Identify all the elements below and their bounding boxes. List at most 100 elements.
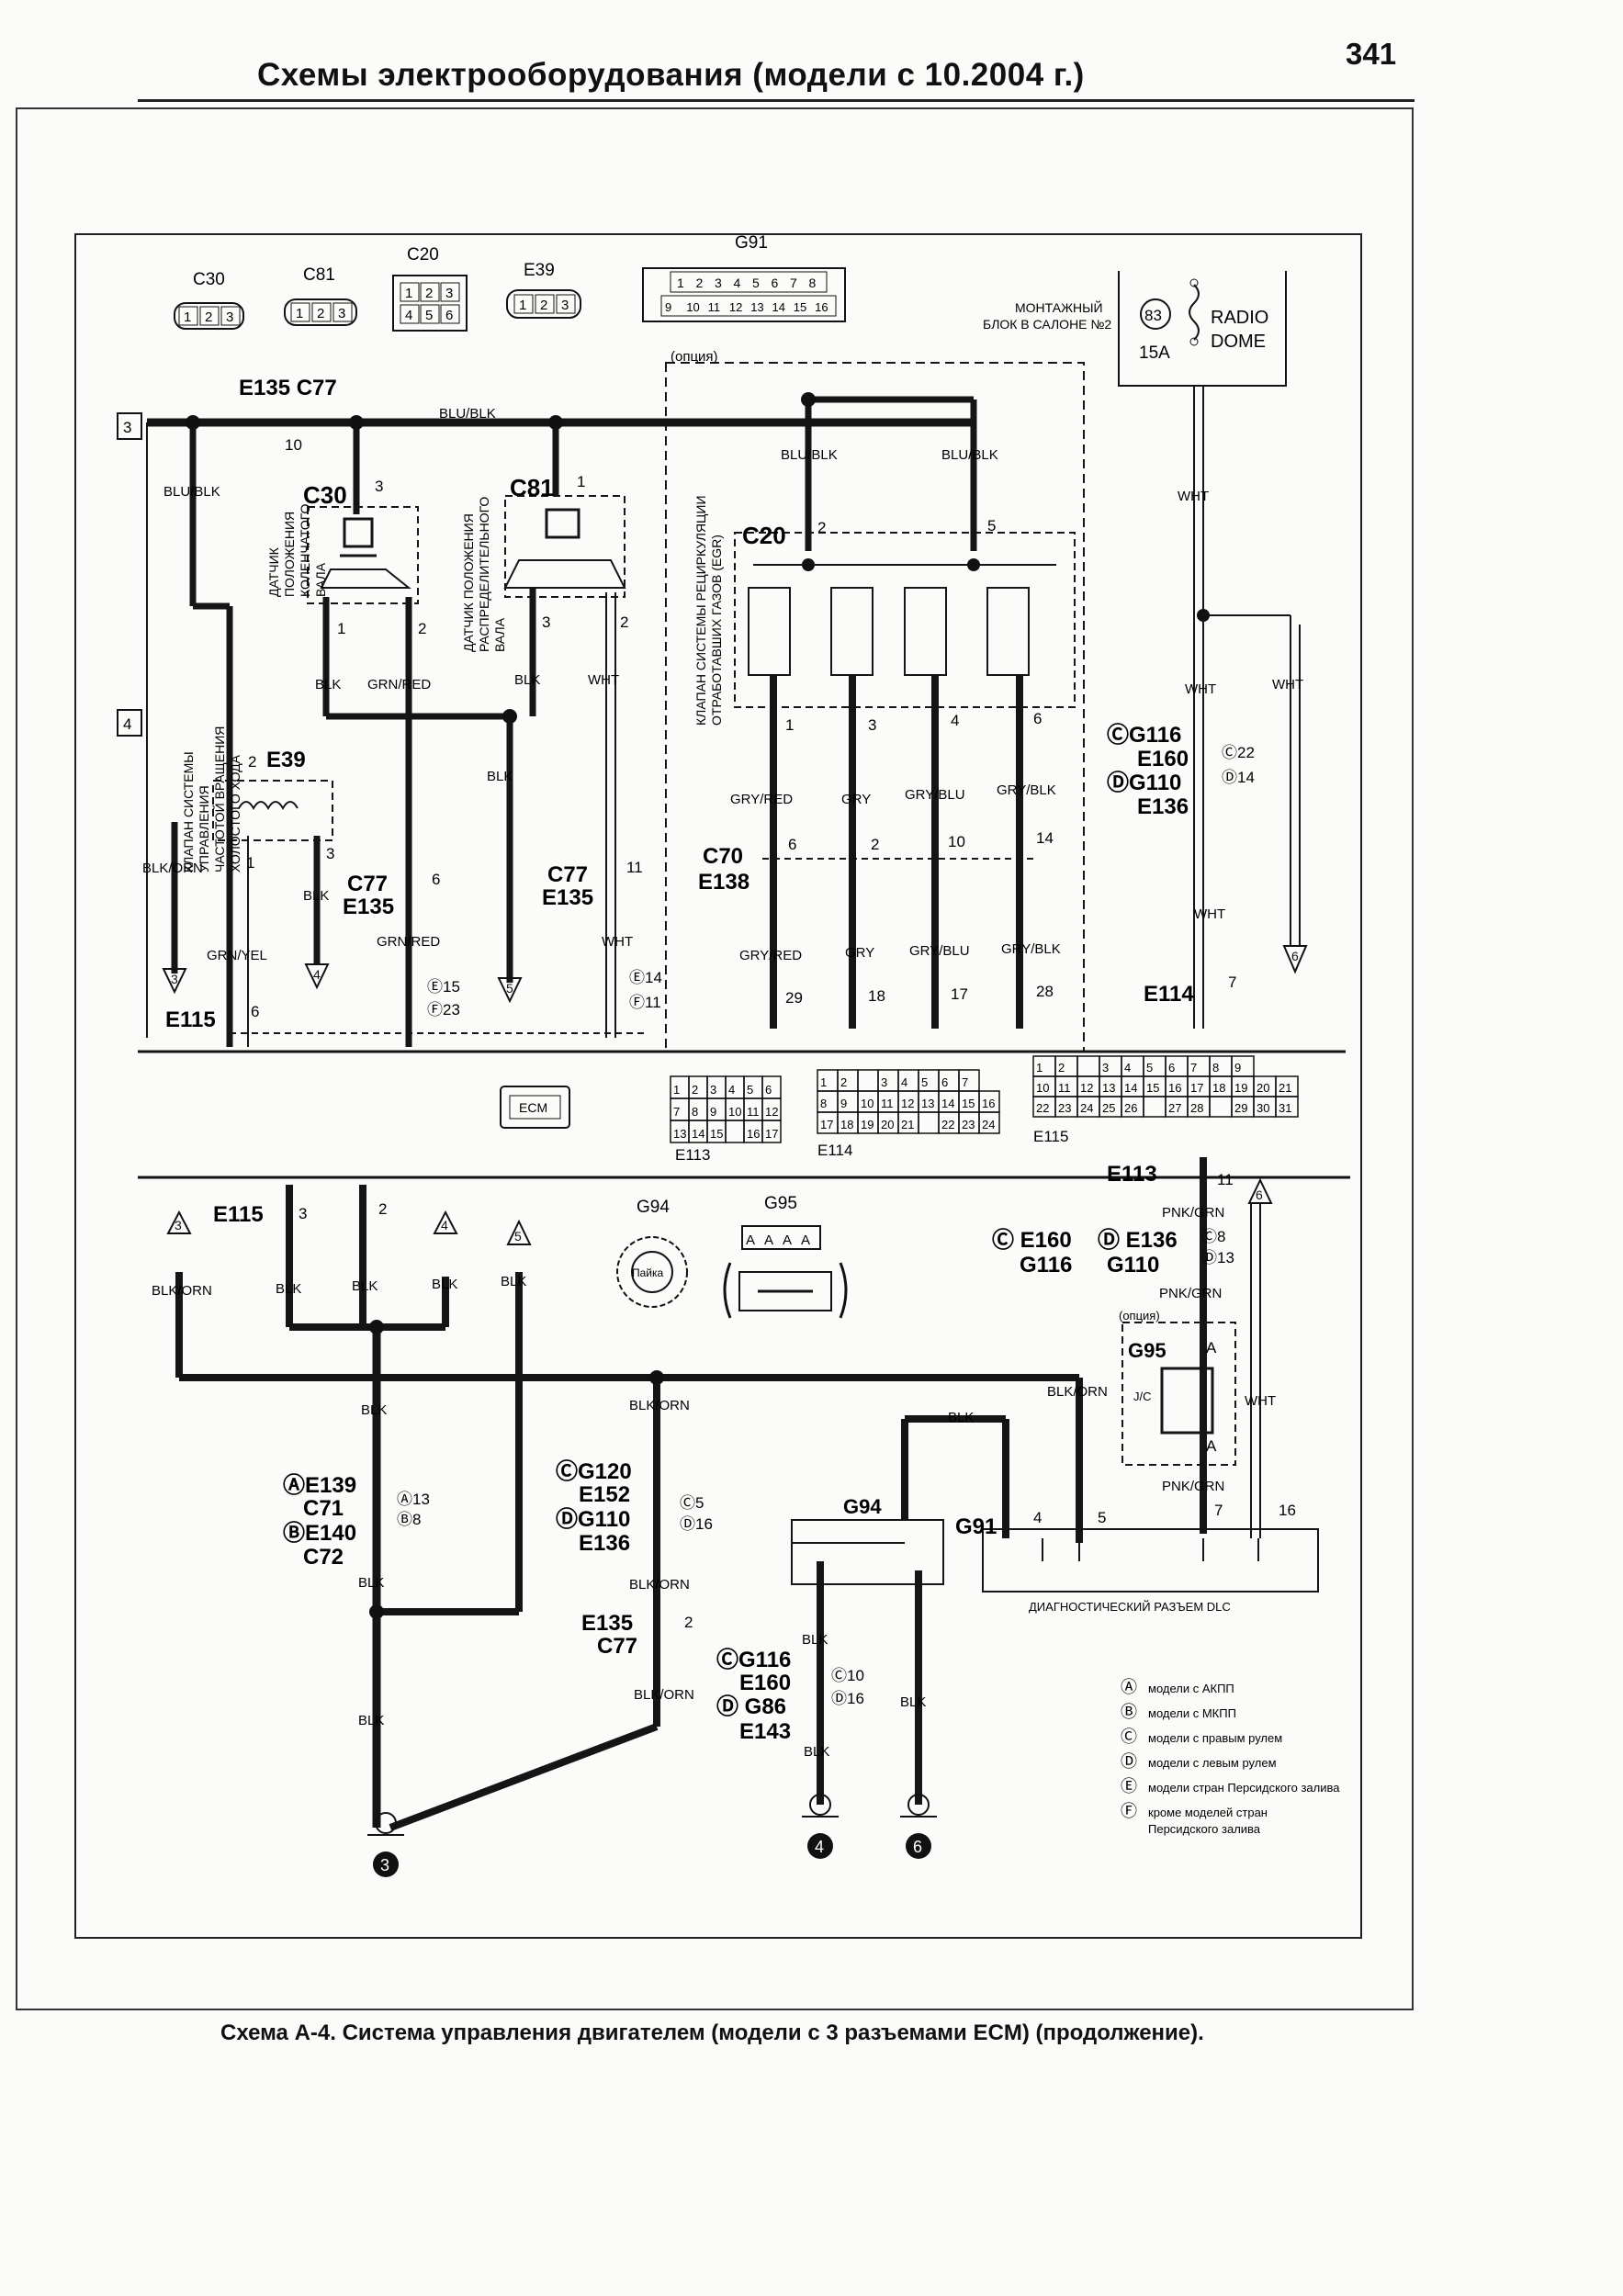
ecm-pin: 8 [1212,1061,1219,1075]
svg-text:E114: E114 [1144,982,1194,1007]
ecm-pin: 2 [692,1083,698,1097]
header-rule [138,99,1414,102]
svg-text:7: 7 [1228,974,1236,991]
ecm-pin: 12 [765,1105,778,1119]
ecm-pin: 20 [881,1118,894,1131]
svg-text:C77: C77 [597,1634,637,1659]
svg-text:6: 6 [445,308,453,323]
svg-text:(опция): (опция) [671,349,718,365]
svg-text:E135: E135 [343,895,394,919]
svg-text:Ⓒ: Ⓒ [1121,1728,1137,1746]
svg-text:E136: E136 [1137,794,1189,819]
ecm-pin: 10 [1036,1081,1049,1095]
svg-text:Ⓓ16: Ⓓ16 [680,1515,713,1533]
svg-text:5: 5 [1098,1509,1106,1526]
svg-text:ДАТЧИК: ДАТЧИК [266,546,281,597]
svg-text:Персидского залива: Персидского залива [1148,1822,1261,1836]
svg-text:Ⓒ22: Ⓒ22 [1222,744,1255,761]
svg-text:BLU/BLK: BLU/BLK [941,447,998,463]
svg-text:БЛОК В САЛОНЕ №2: БЛОК В САЛОНЕ №2 [983,317,1111,332]
outer-frame [16,107,1414,2010]
svg-text:PNK/GRN: PNK/GRN [1159,1286,1222,1301]
ecm-pin: 14 [941,1097,954,1110]
diagram-frame [74,233,1362,1939]
svg-text:1: 1 [246,854,254,872]
svg-text:GRY/BLK: GRY/BLK [997,782,1056,798]
svg-text:BLU/BLK: BLU/BLK [163,484,220,500]
svg-text:1: 1 [785,716,794,734]
svg-text:модели с левым рулем: модели с левым рулем [1148,1756,1277,1770]
ecm-pin: 10 [728,1105,741,1119]
svg-text:1: 1 [337,620,345,637]
ecm-pin: 15 [710,1127,723,1141]
svg-text:G94: G94 [637,1198,670,1217]
svg-text:Ⓕ: Ⓕ [1121,1802,1137,1820]
svg-text:BLU/BLK: BLU/BLK [781,447,838,463]
g91-pin: 14 [772,300,785,314]
svg-text:E143: E143 [739,1719,791,1744]
svg-text:Ⓓ13: Ⓓ13 [1201,1249,1234,1266]
g91-pin: 4 [734,276,741,290]
connector-face-c30: C30 1 2 3 [174,270,244,330]
svg-text:3: 3 [175,1218,182,1232]
svg-text:ПОЛОЖЕНИЯ: ПОЛОЖЕНИЯ [282,512,297,597]
svg-text:5: 5 [514,1229,522,1244]
svg-text:E135: E135 [581,1611,633,1636]
svg-text:E115: E115 [165,1007,216,1032]
svg-text:6: 6 [432,871,440,888]
ecm-e115-label: E115 [1033,1128,1068,1145]
ecm-pin: 6 [765,1083,772,1097]
svg-text:2: 2 [425,286,433,301]
svg-text:WHT: WHT [1272,677,1303,692]
svg-text:C81: C81 [303,265,335,285]
svg-text:A: A [746,1232,755,1248]
g91-pin: 16 [815,300,828,314]
upper-wiring [138,362,1346,1053]
ecm-pin: 11 [881,1097,894,1110]
svg-text:2: 2 [248,753,256,771]
g91-pin: 6 [772,276,779,290]
svg-text:BLK: BLK [802,1632,828,1648]
svg-text:ⒸG116: ⒸG116 [716,1647,791,1672]
ecm-cell [1143,1096,1167,1118]
ecm-cell [725,1120,745,1143]
figure-caption: Схема А-4. Система управления двигателем… [220,2020,1204,2045]
svg-text:BLK: BLK [276,1281,301,1297]
svg-text:КЛАПАН СИСТЕМЫ РЕЦИРКУЛЯЦИИ: КЛАПАН СИСТЕМЫ РЕЦИРКУЛЯЦИИ [693,495,708,726]
ecm-pin: 14 [692,1127,704,1141]
ecm-pin: 21 [901,1118,914,1131]
svg-text:BLK/ORN: BLK/ORN [152,1283,212,1299]
svg-text:МОНТАЖНЫЙ: МОНТАЖНЫЙ [1015,299,1103,315]
svg-text:E160: E160 [739,1671,791,1695]
ecm-pin: 14 [1124,1081,1137,1095]
svg-text:ⒸG120: ⒸG120 [556,1458,632,1484]
svg-text:C20: C20 [742,522,786,549]
svg-text:кроме моделей стран: кроме моделей стран [1148,1806,1268,1819]
svg-text:E160: E160 [1137,747,1189,771]
g91-pin: 10 [686,300,699,314]
svg-text:BLK: BLK [361,1402,387,1418]
svg-text:ДАТЧИК ПОЛОЖЕНИЯ: ДАТЧИК ПОЛОЖЕНИЯ [461,513,476,652]
svg-text:C81: C81 [510,474,554,501]
ecm-pin: 18 [1212,1081,1225,1095]
ecm-pin: 17 [765,1127,778,1141]
svg-text:BLK: BLK [432,1277,457,1292]
splice-dots [186,392,1210,724]
ecm-pin: 16 [747,1127,760,1141]
ecm-pin: 15 [962,1097,975,1110]
svg-text:6: 6 [788,836,796,853]
ecm-pin: 29 [1234,1101,1247,1115]
svg-text:ⒹG110: ⒹG110 [556,1506,630,1532]
svg-text:BLK/ORN: BLK/ORN [142,861,203,876]
svg-text:4: 4 [123,715,131,733]
svg-text:4: 4 [1033,1509,1042,1526]
ecm-pin: 19 [861,1118,873,1131]
svg-text:3: 3 [445,286,453,301]
connector-face-c81: C81 1 2 3 [284,265,357,326]
lower-arrows: 3 4 5 6 [166,1177,1273,1245]
svg-text:BLK: BLK [315,677,341,692]
connector-face-e39: E39 1 2 3 [506,261,581,319]
lower-wiring [175,1157,1319,1831]
